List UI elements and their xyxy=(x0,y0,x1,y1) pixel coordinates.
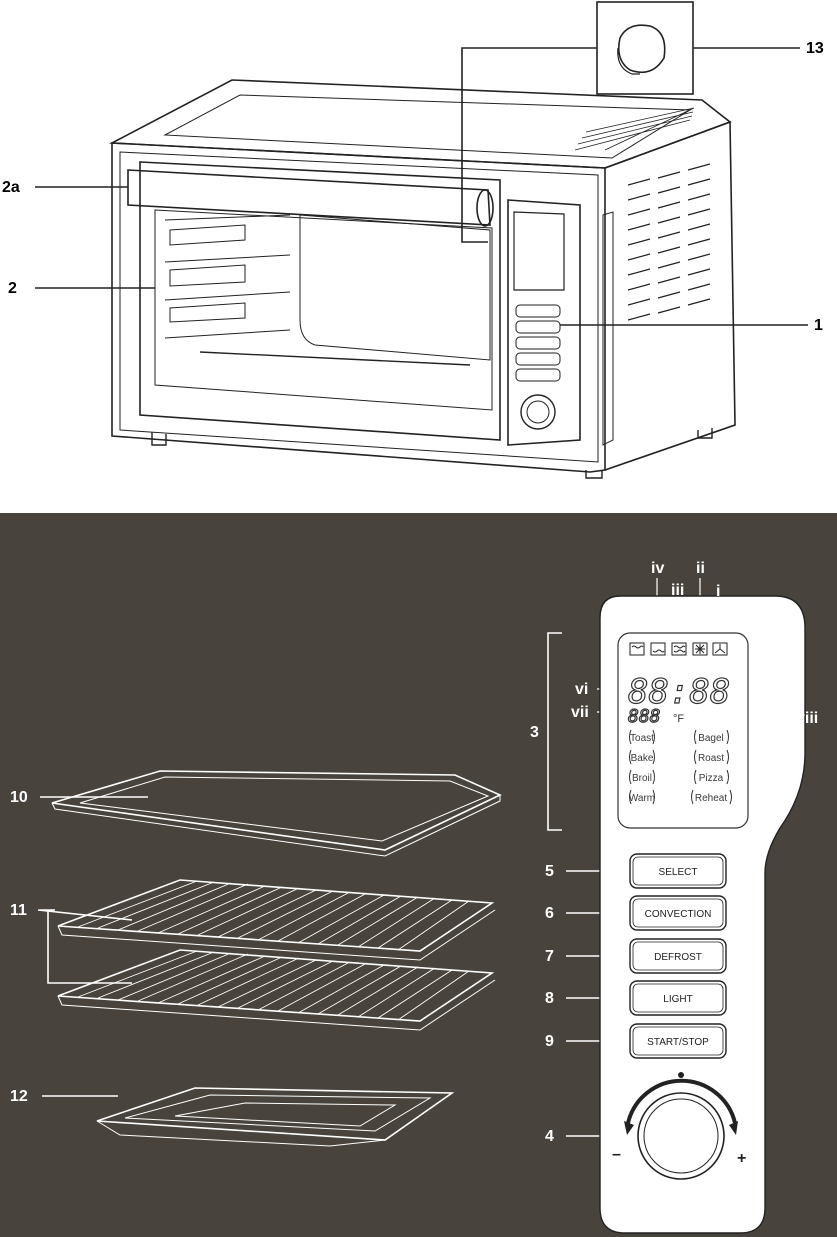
oven-front xyxy=(111,142,606,473)
oven-illustration-section: 13 2a 2 1 xyxy=(0,0,837,513)
light-button[interactable] xyxy=(629,980,727,1016)
leader-11 xyxy=(37,909,133,984)
callout-13: 13 xyxy=(806,40,824,57)
temp-unit: °F xyxy=(673,713,684,725)
callout-2a: 2a xyxy=(2,179,20,196)
indicator-icons xyxy=(629,642,728,656)
bracket-3 xyxy=(547,632,562,831)
convection-fan-icon xyxy=(712,642,728,656)
time-display: 88:88 xyxy=(628,672,730,712)
callout-5: 5 xyxy=(545,863,554,880)
menu-toast: Toast xyxy=(630,733,654,744)
callout-9: 9 xyxy=(545,1033,554,1050)
oven-illustration: 13 2a 2 1 xyxy=(2,1,824,479)
tray-10 xyxy=(51,770,502,851)
callout-11: 11 xyxy=(10,902,27,919)
knob-foot-inset xyxy=(596,1,694,95)
door-handle xyxy=(127,169,491,226)
menu-bagel: Bagel xyxy=(698,733,724,744)
dial-arc xyxy=(626,1078,737,1124)
lcd-display xyxy=(617,632,749,829)
callout-7: 7 xyxy=(545,948,554,965)
menu-reheat: Reheat xyxy=(695,793,727,804)
leader-13-inner xyxy=(461,47,597,243)
callout-8: 8 xyxy=(545,990,554,1007)
rack-11-lower xyxy=(57,949,495,1022)
callout-10: 10 xyxy=(10,789,28,806)
light-button-label: LIGHT xyxy=(663,994,692,1005)
top-heat-icon xyxy=(629,642,645,656)
menu-roast: Roast xyxy=(698,753,724,764)
temp-display: 888 xyxy=(628,706,661,727)
rack-11-upper-wires xyxy=(77,880,470,951)
callout-v: v xyxy=(619,602,628,619)
dial-plus: + xyxy=(737,1150,746,1167)
accessories-and-panel: 88:88 888 °F Toast Bake Broil Warm Bagel… xyxy=(10,560,818,1234)
menu-broil: Broil xyxy=(632,773,652,784)
callout-vi: vi xyxy=(575,681,588,698)
rack-11-upper xyxy=(57,879,495,952)
start-stop-button-label: START/STOP xyxy=(647,1037,709,1048)
callout-12: 12 xyxy=(10,1088,28,1105)
callout-viii: viii xyxy=(796,710,818,727)
defrost-button-label: DEFROST xyxy=(654,952,702,963)
defrost-snowflake-icon xyxy=(692,642,708,656)
oven-door xyxy=(139,161,501,441)
callout-iii: iii xyxy=(671,582,684,599)
menu-pizza: Pizza xyxy=(699,773,724,784)
start-stop-button[interactable] xyxy=(629,1023,727,1059)
callout-ii: ii xyxy=(696,560,705,577)
callout-6: 6 xyxy=(545,905,554,922)
select-button[interactable] xyxy=(629,853,727,889)
menu-bake: Bake xyxy=(631,753,654,764)
callout-4: 4 xyxy=(545,1128,554,1145)
dial-minus: – xyxy=(612,1146,621,1163)
bottom-heat-icon xyxy=(650,642,666,656)
accessories-panel-section: 88:88 888 °F Toast Bake Broil Warm Bagel… xyxy=(0,513,837,1237)
control-dial[interactable] xyxy=(637,1092,725,1180)
convection-button-label: CONVECTION xyxy=(645,909,712,920)
convection-button[interactable] xyxy=(629,895,727,931)
callout-1: 1 xyxy=(814,317,823,334)
rack-11-lower-wires xyxy=(77,950,470,1021)
callout-iv: iv xyxy=(651,560,664,577)
oven-side xyxy=(604,120,736,471)
menu-warm: Warm xyxy=(629,793,655,804)
callout-vii: vii xyxy=(571,704,589,721)
callout-i: i xyxy=(716,583,720,600)
both-heat-icon xyxy=(671,642,687,656)
select-button-label: SELECT xyxy=(659,867,698,878)
callout-2: 2 xyxy=(8,280,17,297)
control-panel-outline xyxy=(507,199,581,446)
defrost-button[interactable] xyxy=(629,938,727,974)
callout-3: 3 xyxy=(530,724,539,741)
